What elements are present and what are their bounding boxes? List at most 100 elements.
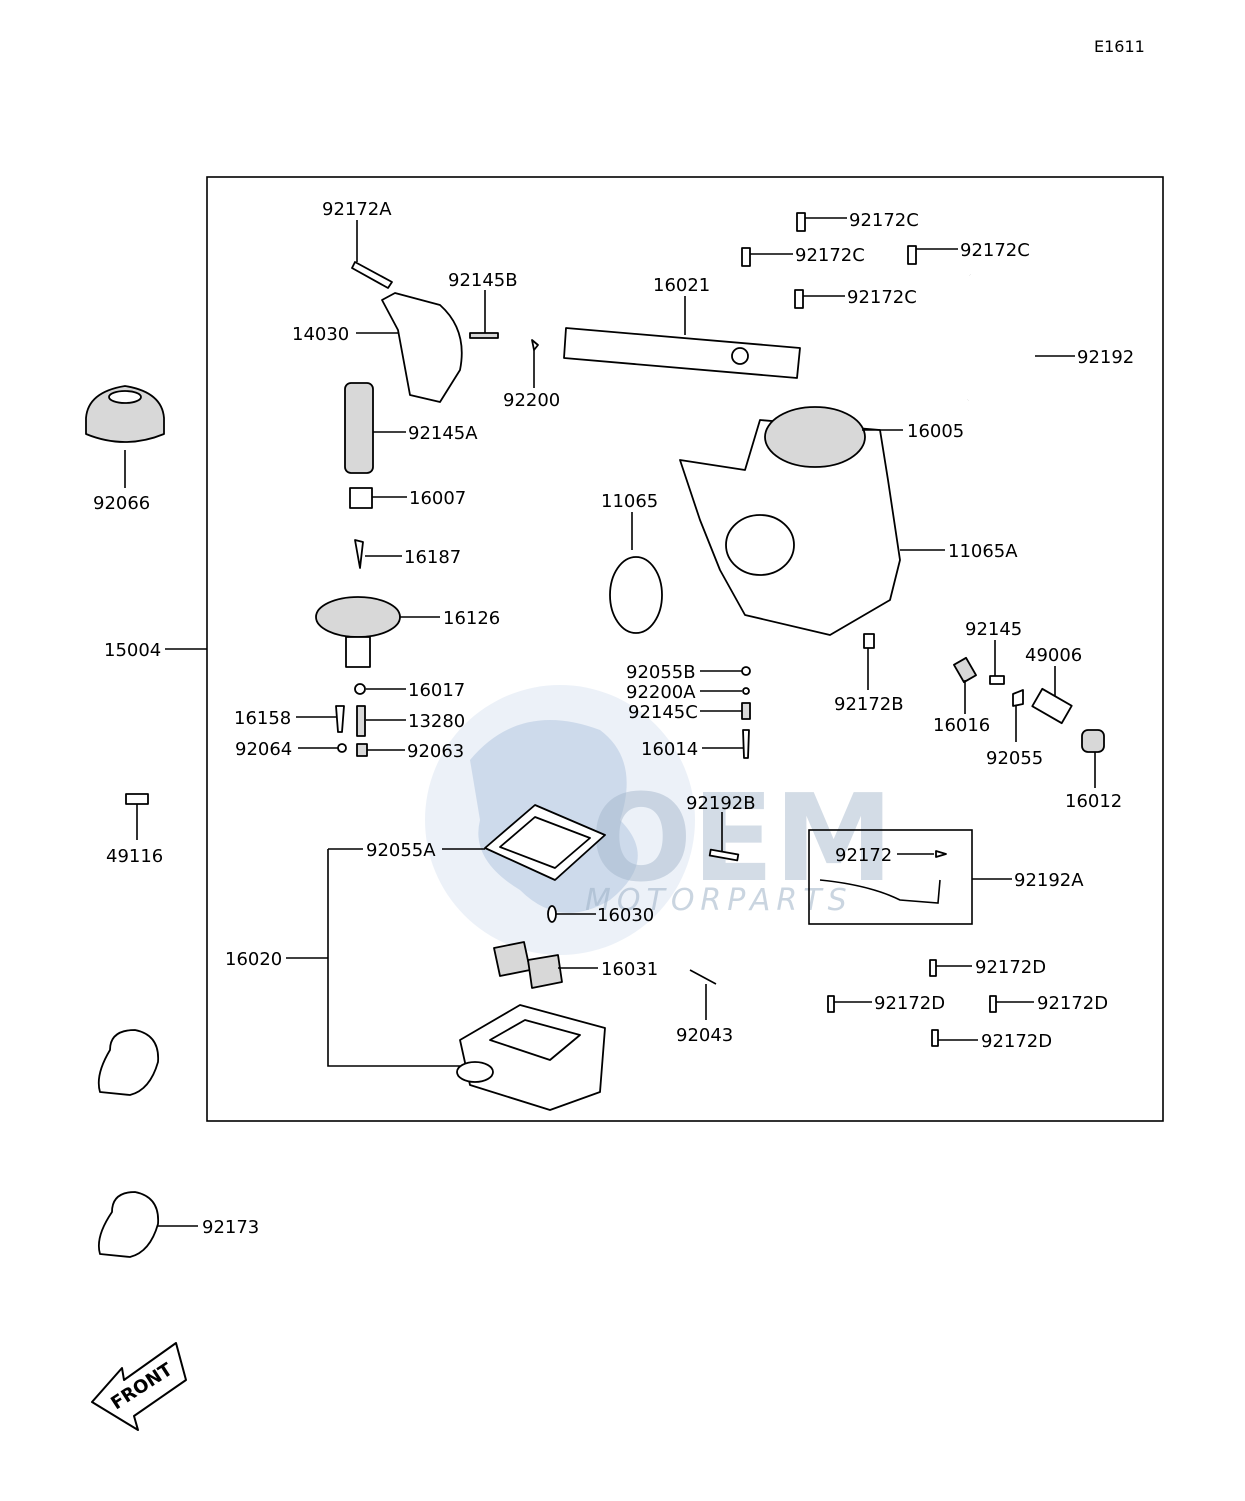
washer-icon [354,683,366,695]
screw-icon [351,261,393,289]
float-icon [527,954,563,989]
part-label: 16158 [234,708,291,729]
diagram-code: E1611 [1094,37,1145,56]
part-label: 92172B [834,694,904,715]
sub-assembly-frame [808,829,973,925]
watermark: OEM MOTORPARTS [425,685,893,955]
jet-icon [1081,729,1105,753]
cap-icon [85,385,165,443]
part-label: 92192 [1077,347,1134,368]
part-label: 11065 [601,491,658,512]
part-label: 92192A [1014,870,1084,891]
part-label: 16017 [408,680,465,701]
part-label: 16187 [404,547,461,568]
part-label: 92172C [795,245,865,266]
part-label: 92066 [93,493,150,514]
spring-icon [344,382,374,474]
part-label: 92145A [408,423,478,444]
part-label: 92200 [503,390,560,411]
part-label: 92145B [448,270,518,291]
part-label: 92055B [626,662,696,683]
pin-icon [742,729,750,759]
screw-icon [935,850,947,858]
screw-icon [953,656,977,684]
front-arrow-icon [91,1342,187,1431]
part-label: 16007 [409,488,466,509]
part-label: 92192B [686,793,756,814]
washer-icon [531,339,539,351]
carburetor-inlet-icon [725,514,795,576]
part-label: 92064 [235,739,292,760]
part-label: 16012 [1065,791,1122,812]
spring-icon [989,675,1005,685]
float-icon [493,941,531,977]
gasket-inner-icon [499,816,591,869]
screw-icon [989,995,997,1013]
screw-icon [863,633,875,649]
retainer-icon [349,487,373,509]
part-label: 16020 [225,949,282,970]
washer-icon [742,687,750,695]
washer-icon [741,666,751,676]
pin-icon [708,848,740,862]
part-label: 49116 [106,846,163,867]
pin-icon [335,705,345,733]
screw-icon [796,212,806,232]
part-label: 11065A [948,541,1018,562]
drain-icon [456,1061,494,1083]
screw-icon [827,995,835,1013]
part-label: 16021 [653,275,710,296]
part-labels: 92172A 92145B 16021 92172C 92172C 92172C… [93,199,1134,1238]
part-label: 92172D [981,1031,1052,1052]
part-label: 16126 [443,608,500,629]
part-label: 92055 [986,748,1043,769]
part-label: 16030 [597,905,654,926]
part-label: 92172D [1037,993,1108,1014]
screw-icon [794,289,804,309]
bracket-nut-icon [731,347,749,365]
watermark-brand: OEM [590,770,893,909]
needle-icon [354,539,364,569]
washer-icon [1012,689,1024,707]
part-label: 92172D [975,957,1046,978]
float-bowl-inner-icon [489,1019,581,1061]
jet-icon [125,793,149,805]
diaphragm-icon [315,596,401,638]
part-label: 92055A [366,840,436,861]
cover-icon [381,292,463,403]
pin-icon [356,705,366,737]
part-label: 16014 [641,739,698,760]
spring-icon [741,702,751,720]
washer-icon [337,743,347,753]
part-label: 49006 [1025,645,1082,666]
carburetor-body-icon [679,419,901,636]
part-label: 13280 [408,711,465,732]
hose-icon [819,879,941,904]
leader-lines [124,217,1096,1227]
pin-icon [689,969,717,985]
part-label: 92043 [676,1025,733,1046]
part-label: 92172C [960,240,1030,261]
clamp-icon [97,1029,159,1096]
bracket-plate-icon [563,327,801,379]
part-label: 16005 [907,421,964,442]
watermark-sub: MOTORPARTS [585,883,853,918]
part-label: 92172C [849,210,919,231]
part-label: 14030 [292,324,349,345]
part-label: 16031 [601,959,658,980]
screw-icon [931,1029,939,1047]
valve-icon [547,905,557,923]
part-label: 92172A [322,199,392,220]
part-drawings [85,212,1105,1258]
clamp-icon [97,1191,159,1258]
ring-icon [609,556,663,634]
part-label: 92063 [407,741,464,762]
screw-icon [907,245,917,265]
jet-icon [356,743,368,757]
part-label: 16016 [933,715,990,736]
part-label: 92200A [626,682,696,703]
part-label: 92145 [965,619,1022,640]
screw-icon [929,959,937,977]
cap-top-icon [108,390,142,404]
